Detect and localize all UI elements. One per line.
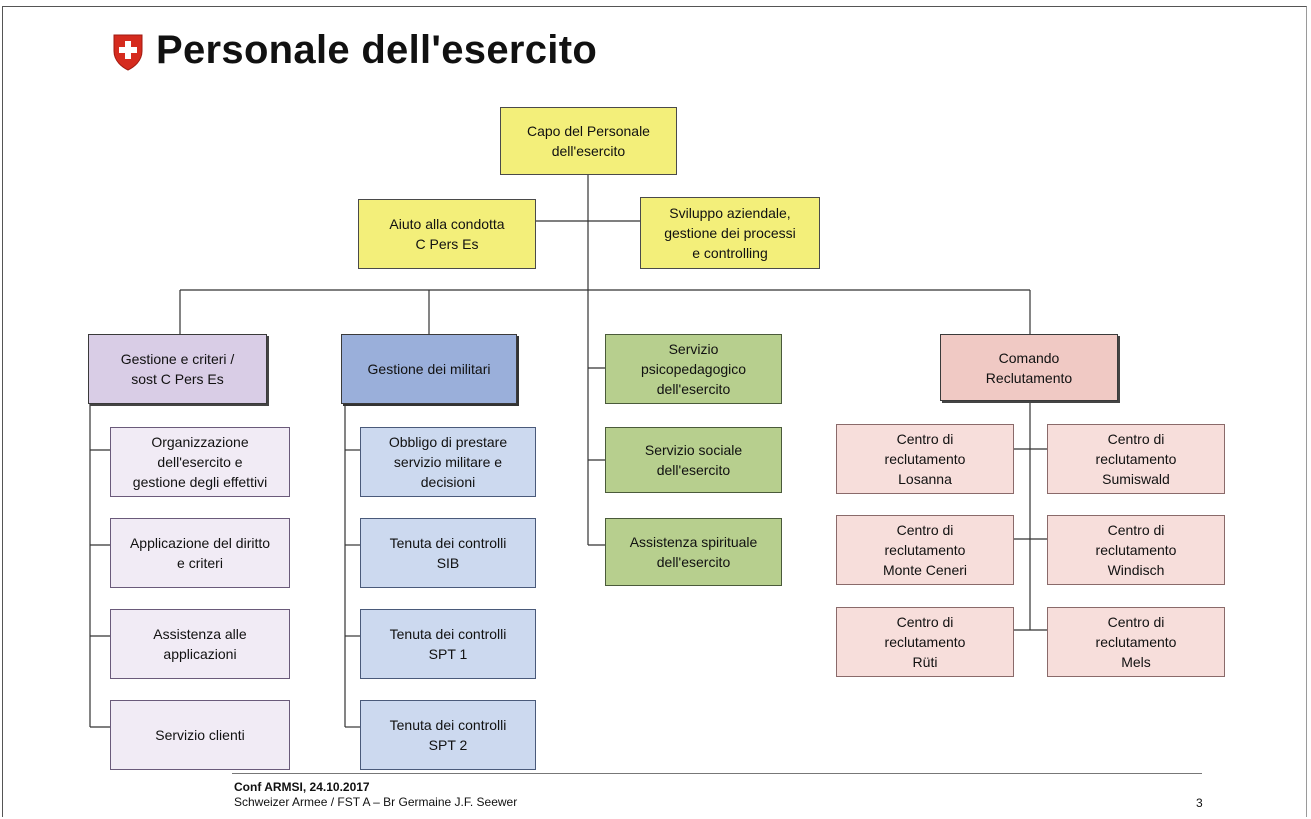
node-servizio-sociale: Servizio sociale dell'esercito <box>605 427 782 493</box>
node-gestione-militari: Gestione dei militari <box>341 334 517 404</box>
node-centro-monte-ceneri: Centro di reclutamento Monte Ceneri <box>836 515 1014 585</box>
node-centro-mels: Centro di reclutamento Mels <box>1047 607 1225 677</box>
node-capo-personale: Capo del Personale dell'esercito <box>500 107 677 175</box>
page-number: 3 <box>1196 796 1203 810</box>
node-assistenza-spirituale: Assistenza spirituale dell'esercito <box>605 518 782 586</box>
node-assistenza-applicazioni: Assistenza alle applicazioni <box>110 609 290 679</box>
footer-divider <box>232 773 1202 774</box>
node-obbligo-servizio: Obbligo di prestare servizio militare e … <box>360 427 536 497</box>
node-controlli-spt1: Tenuta dei controlli SPT 1 <box>360 609 536 679</box>
node-applicazione-diritto: Applicazione del diritto e criteri <box>110 518 290 588</box>
node-servizio-clienti: Servizio clienti <box>110 700 290 770</box>
node-centro-losanna: Centro di reclutamento Losanna <box>836 424 1014 494</box>
node-gestione-criteri: Gestione e criteri / sost C Pers Es <box>88 334 267 404</box>
node-sviluppo-aziendale: Sviluppo aziendale, gestione dei process… <box>640 197 820 269</box>
node-servizio-psicopedagogico: Servizio psicopedagogico dell'esercito <box>605 334 782 404</box>
node-controlli-sib: Tenuta dei controlli SIB <box>360 518 536 588</box>
node-aiuto-condotta: Aiuto alla condotta C Pers Es <box>358 199 536 269</box>
footer-conference: Conf ARMSI, 24.10.2017 <box>234 780 370 794</box>
node-comando-reclutamento: Comando Reclutamento <box>940 334 1118 401</box>
footer-organization: Schweizer Armee / FST A – Br Germaine J.… <box>234 795 518 809</box>
node-centro-ruti: Centro di reclutamento Rüti <box>836 607 1014 677</box>
node-centro-windisch: Centro di reclutamento Windisch <box>1047 515 1225 585</box>
node-controlli-spt2: Tenuta dei controlli SPT 2 <box>360 700 536 770</box>
page-title: Personale dell'esercito <box>156 28 598 72</box>
swiss-coat-of-arms-icon <box>113 34 143 71</box>
slide-frame <box>2 6 1307 817</box>
node-centro-sumiswald: Centro di reclutamento Sumiswald <box>1047 424 1225 494</box>
node-organizzazione-esercito: Organizzazione dell'esercito e gestione … <box>110 427 290 497</box>
